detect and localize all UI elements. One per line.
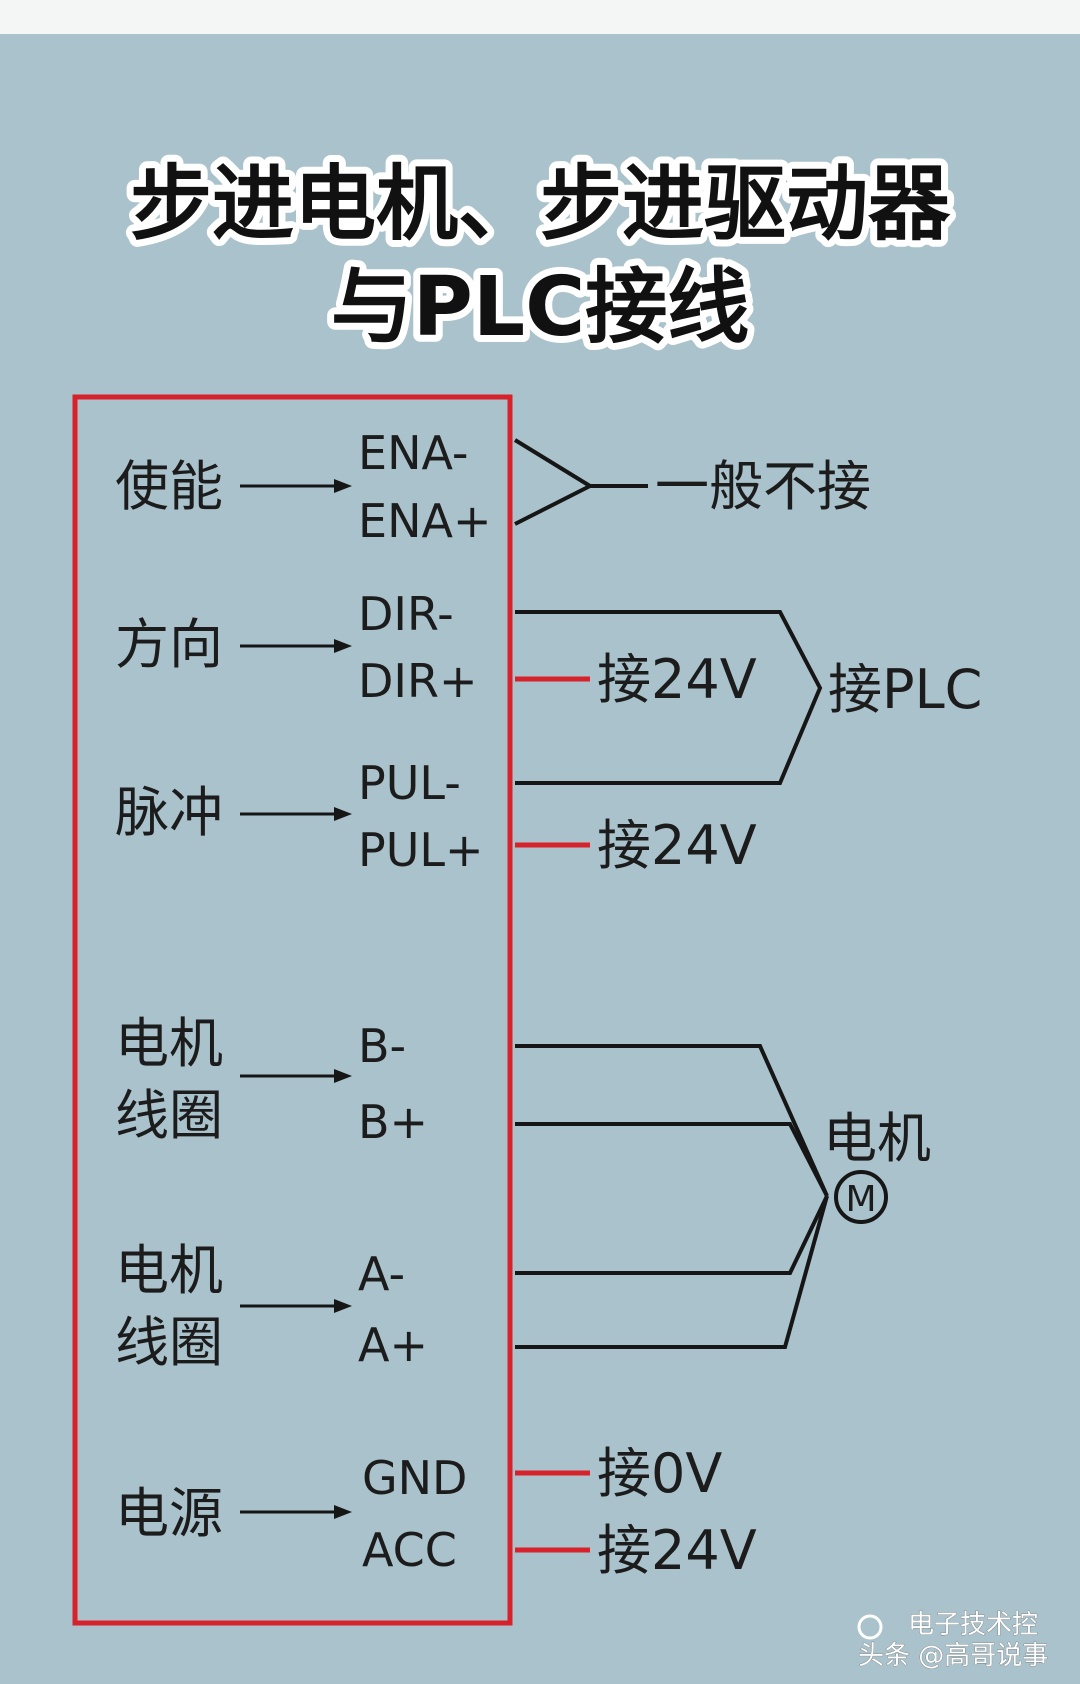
note-gnd-0v: 接0V [597,1442,722,1505]
terminal-a-minus: A- [358,1247,405,1301]
note-pul-plus-24v: 接24V [597,814,757,877]
note-motor: 电机 [823,1107,931,1170]
arrow-coil-a [240,1299,352,1313]
wire-a-minus [515,1195,829,1275]
terminal-a-plus: A+ [358,1318,428,1372]
arrow-coil-b [240,1069,352,1083]
terminal-b-plus: B+ [358,1095,428,1149]
arrow-pulse [240,807,352,821]
label-coil-b-line2: 线圈 [115,1084,223,1147]
wire-b-minus [515,1044,829,1197]
watermark: 电子技术控 头条 @高哥说事 [857,1610,1049,1671]
label-coil-a-line2: 线圈 [115,1311,223,1374]
arrow-enable [240,479,352,493]
note-plc: 接PLC [828,658,982,721]
driver-frame [72,394,513,1626]
watermark-line-1: 电子技术控 [908,1610,1038,1640]
arrow-power [240,1505,352,1519]
terminal-gnd: GND [362,1451,467,1505]
motor-symbol-icon [834,1170,888,1224]
label-coil-a-line1: 电机 [115,1239,223,1302]
label-pulse: 脉冲 [115,781,223,844]
terminal-ena-minus: ENA- [358,426,469,480]
title-line-2: 与PLC接线 [331,260,750,355]
note-dir-plus-24v: 接24V [597,648,757,711]
diagram-board [0,34,1080,1684]
ena-bracket [513,438,595,526]
terminal-dir-plus: DIR+ [358,654,478,708]
wire-a-plus [515,1195,829,1349]
label-power: 电源 [115,1482,223,1545]
arrow-direction [240,639,352,653]
terminal-pul-minus: PUL- [358,756,461,810]
watermark-line-2: 头条 @高哥说事 [858,1641,1048,1671]
wechat-icon [857,1614,883,1640]
label-enable: 使能 [115,455,223,518]
label-coil-b-line1: 电机 [115,1012,223,1075]
note-not-connected: 一般不接 [655,455,871,518]
motor-symbol-letter: M [845,1179,876,1220]
terminal-pul-plus: PUL+ [358,823,484,877]
label-direction: 方向 [115,613,223,676]
terminal-ena-plus: ENA+ [358,494,492,548]
terminal-acc: ACC [362,1523,457,1577]
top-strip [0,0,1080,34]
note-acc-24v: 接24V [597,1519,757,1582]
terminal-dir-minus: DIR- [358,587,454,641]
plc-wires [515,610,823,785]
wire-b-plus [515,1122,829,1197]
title-line-1: 步进电机、步进驱动器 [130,157,951,252]
terminal-b-minus: B- [358,1019,406,1073]
